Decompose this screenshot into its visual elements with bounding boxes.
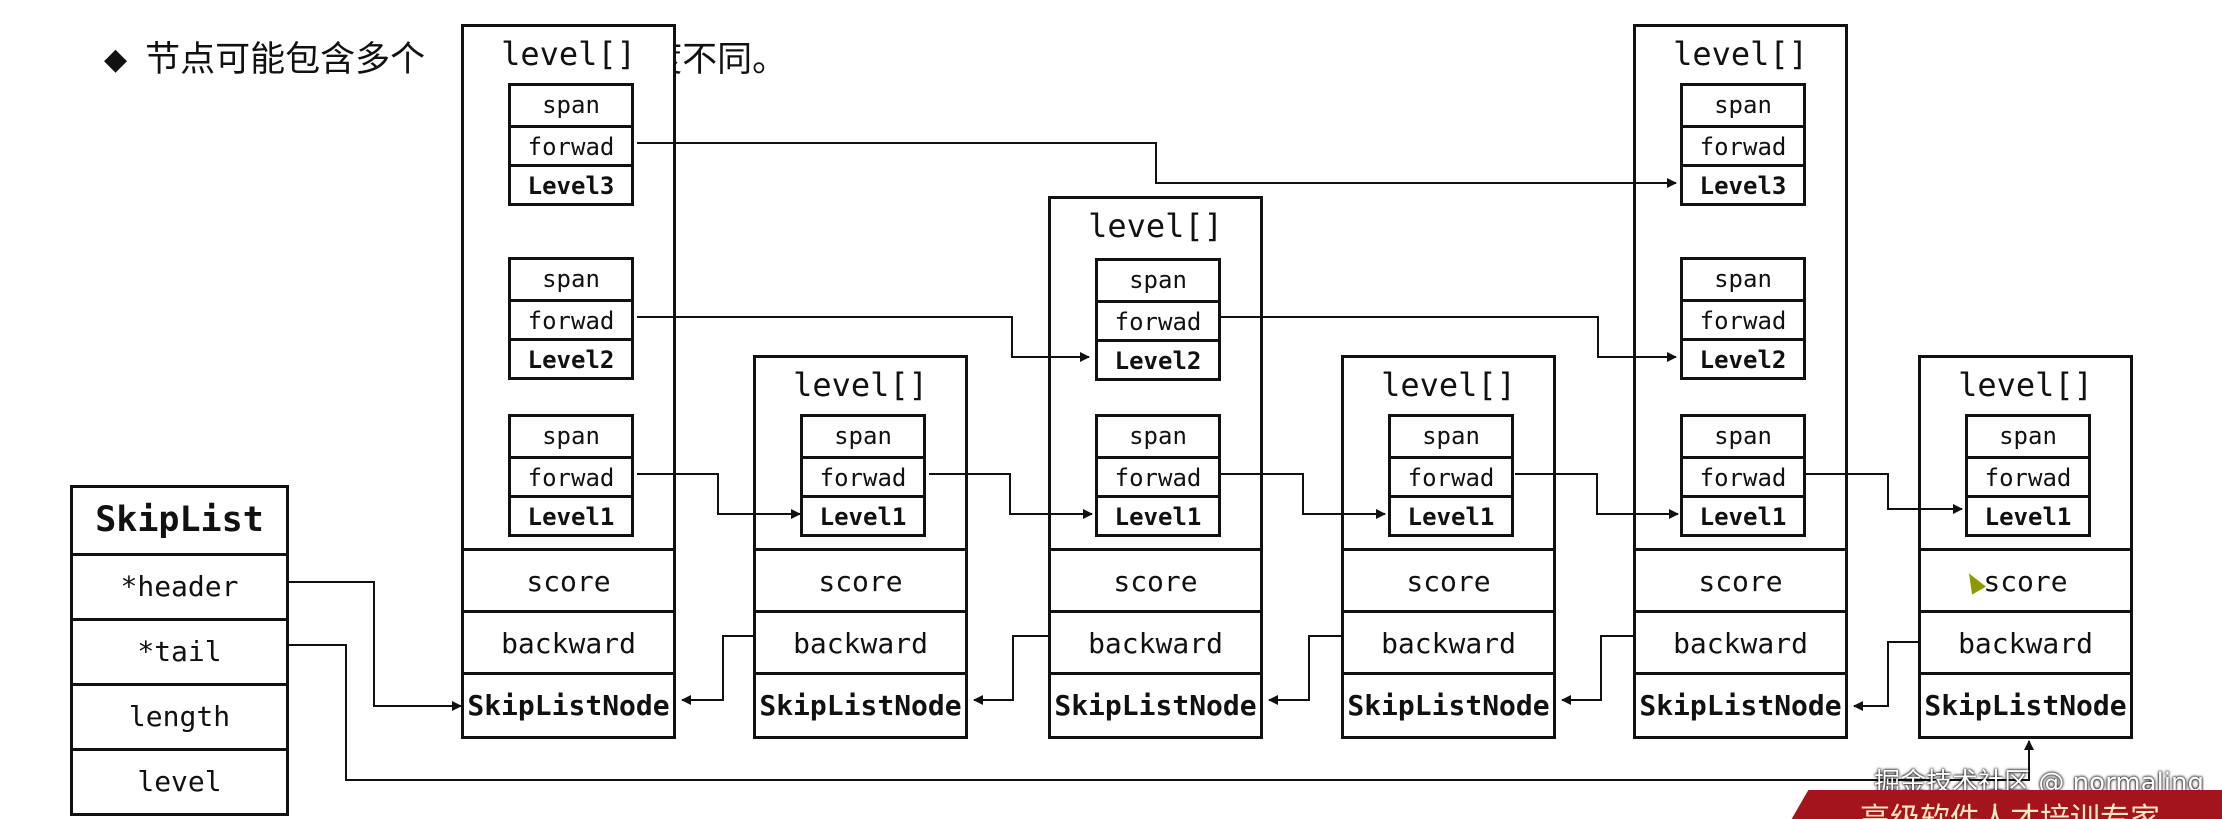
forward-cell: forwad	[1391, 456, 1511, 495]
level-array-label: level[]	[1088, 207, 1223, 245]
span-cell: span	[1714, 91, 1772, 119]
skiplist-level-field: level	[73, 748, 286, 813]
span-cell: span	[1714, 422, 1772, 450]
backward-field: backward	[1921, 610, 2130, 672]
node-type-label: SkipListNode	[1636, 672, 1845, 734]
level-entry-level3: span forwad Level3	[508, 83, 634, 206]
level-array-label: level[]	[793, 366, 928, 404]
diamond-bullet-icon: ◆	[104, 42, 128, 77]
forward-link-l3-1-5	[637, 142, 1677, 188]
level-array-label: level[]	[1673, 35, 1808, 73]
skiplist-node-5: level[] span forwad Level3 span forwad L…	[1633, 24, 1848, 739]
level-cell: Level1	[1391, 495, 1511, 534]
level-entry-level2: span forwad Level2	[1095, 258, 1221, 381]
level-cell: Level1	[511, 495, 631, 534]
level-cell: Level3	[1683, 164, 1803, 203]
node-type-label: SkipListNode	[756, 672, 965, 734]
skiplist-node-1: level[] span forwad Level3 span forwad L…	[461, 24, 676, 739]
forward-cell: forwad	[511, 456, 631, 495]
skiplist-title: SkipList	[95, 500, 264, 540]
span-cell: span	[1129, 266, 1187, 294]
span-cell: span	[1999, 422, 2057, 450]
forward-cell: forwad	[1683, 299, 1803, 338]
score-field: score	[1051, 548, 1260, 610]
forward-cell: forwad	[1683, 125, 1803, 164]
forward-cell: forwad	[511, 299, 631, 338]
span-cell: span	[834, 422, 892, 450]
level-entry-level1: span forwad Level1	[800, 414, 926, 537]
banner-text: 高级软件人才培训专家	[1860, 794, 2160, 819]
level-cell: Level1	[803, 495, 923, 534]
level-cell: Level2	[1683, 338, 1803, 377]
skiplist-node-2: level[] span forwad Level1 score backwar…	[753, 355, 968, 739]
node-type-label: SkipListNode	[1051, 672, 1260, 734]
skiplist-node-4: level[] span forwad Level1 score backwar…	[1341, 355, 1556, 739]
backward-field: backward	[464, 610, 673, 672]
footer-banner: 高级软件人才培训专家	[1780, 790, 2222, 819]
forward-cell: forwad	[1968, 456, 2088, 495]
level-entry-level1: span forwad Level1	[1680, 414, 1806, 537]
backward-field: backward	[1636, 610, 1845, 672]
span-cell: span	[1422, 422, 1480, 450]
skiplist-node-3: level[] span forwad Level2 span forwad L…	[1048, 196, 1263, 739]
backward-field: backward	[1344, 610, 1553, 672]
forward-cell: forwad	[511, 125, 631, 164]
span-cell: span	[542, 91, 600, 119]
slide-heading: ◆ 节点可能包含多个 度不同。	[104, 30, 787, 90]
skiplist-tail-field: *tail	[73, 618, 286, 683]
level-array-label: level[]	[1381, 366, 1516, 404]
backward-field: backward	[1051, 610, 1260, 672]
level-array-label: level[]	[1958, 366, 2093, 404]
forward-cell: forwad	[1098, 456, 1218, 495]
level-cell: Level1	[1968, 495, 2088, 534]
score-field: score	[1344, 548, 1553, 610]
skiplist-struct: SkipList *header *tail length level	[70, 485, 289, 816]
forward-cell: forwad	[1683, 456, 1803, 495]
span-cell: span	[542, 422, 600, 450]
span-cell: span	[1714, 265, 1772, 293]
level-entry-level1: span forwad Level1	[1095, 414, 1221, 537]
level-cell: Level3	[511, 164, 631, 203]
level-cell: Level2	[511, 338, 631, 377]
score-field: score	[756, 548, 965, 610]
node-type-label: SkipListNode	[1344, 672, 1553, 734]
skiplist-node-6: level[] span forwad Level1 score backwar…	[1918, 355, 2133, 739]
level-entry-level1: span forwad Level1	[1965, 414, 2091, 537]
level-cell: Level1	[1098, 495, 1218, 534]
backward-link-2-1	[681, 635, 753, 705]
span-cell: span	[1129, 422, 1187, 450]
level-cell: Level1	[1683, 495, 1803, 534]
forward-cell: forwad	[803, 456, 923, 495]
node-type-label: SkipListNode	[464, 672, 673, 734]
score-field: score	[464, 548, 673, 610]
level-entry-level1: span forwad Level1	[1388, 414, 1514, 537]
score-field: score	[1636, 548, 1845, 610]
level-array-label: level[]	[501, 35, 636, 73]
backward-field: backward	[756, 610, 965, 672]
header-pointer-link	[289, 581, 462, 711]
backward-link-6-5	[1853, 641, 1918, 711]
level-entry-level3: span forwad Level3	[1680, 83, 1806, 206]
level-entry-level1: span forwad Level1	[508, 414, 634, 537]
level-entry-level2: span forwad Level2	[508, 257, 634, 380]
span-cell: span	[542, 265, 600, 293]
forward-cell: forwad	[1098, 300, 1218, 339]
backward-link-3-2	[973, 635, 1048, 705]
skiplist-header-field: *header	[73, 553, 286, 618]
node-type-label: SkipListNode	[1921, 672, 2130, 734]
heading-text-part1: 节点可能包含多个	[145, 40, 426, 80]
level-cell: Level2	[1098, 339, 1218, 378]
backward-link-5-4	[1561, 635, 1633, 705]
skiplist-length-field: length	[73, 683, 286, 748]
score-field: score	[1921, 548, 2130, 610]
backward-link-4-3	[1268, 635, 1341, 705]
level-entry-level2: span forwad Level2	[1680, 257, 1806, 380]
forward-link-l2-3-5	[1218, 316, 1677, 362]
forward-link-l2-1-3	[637, 316, 1090, 362]
